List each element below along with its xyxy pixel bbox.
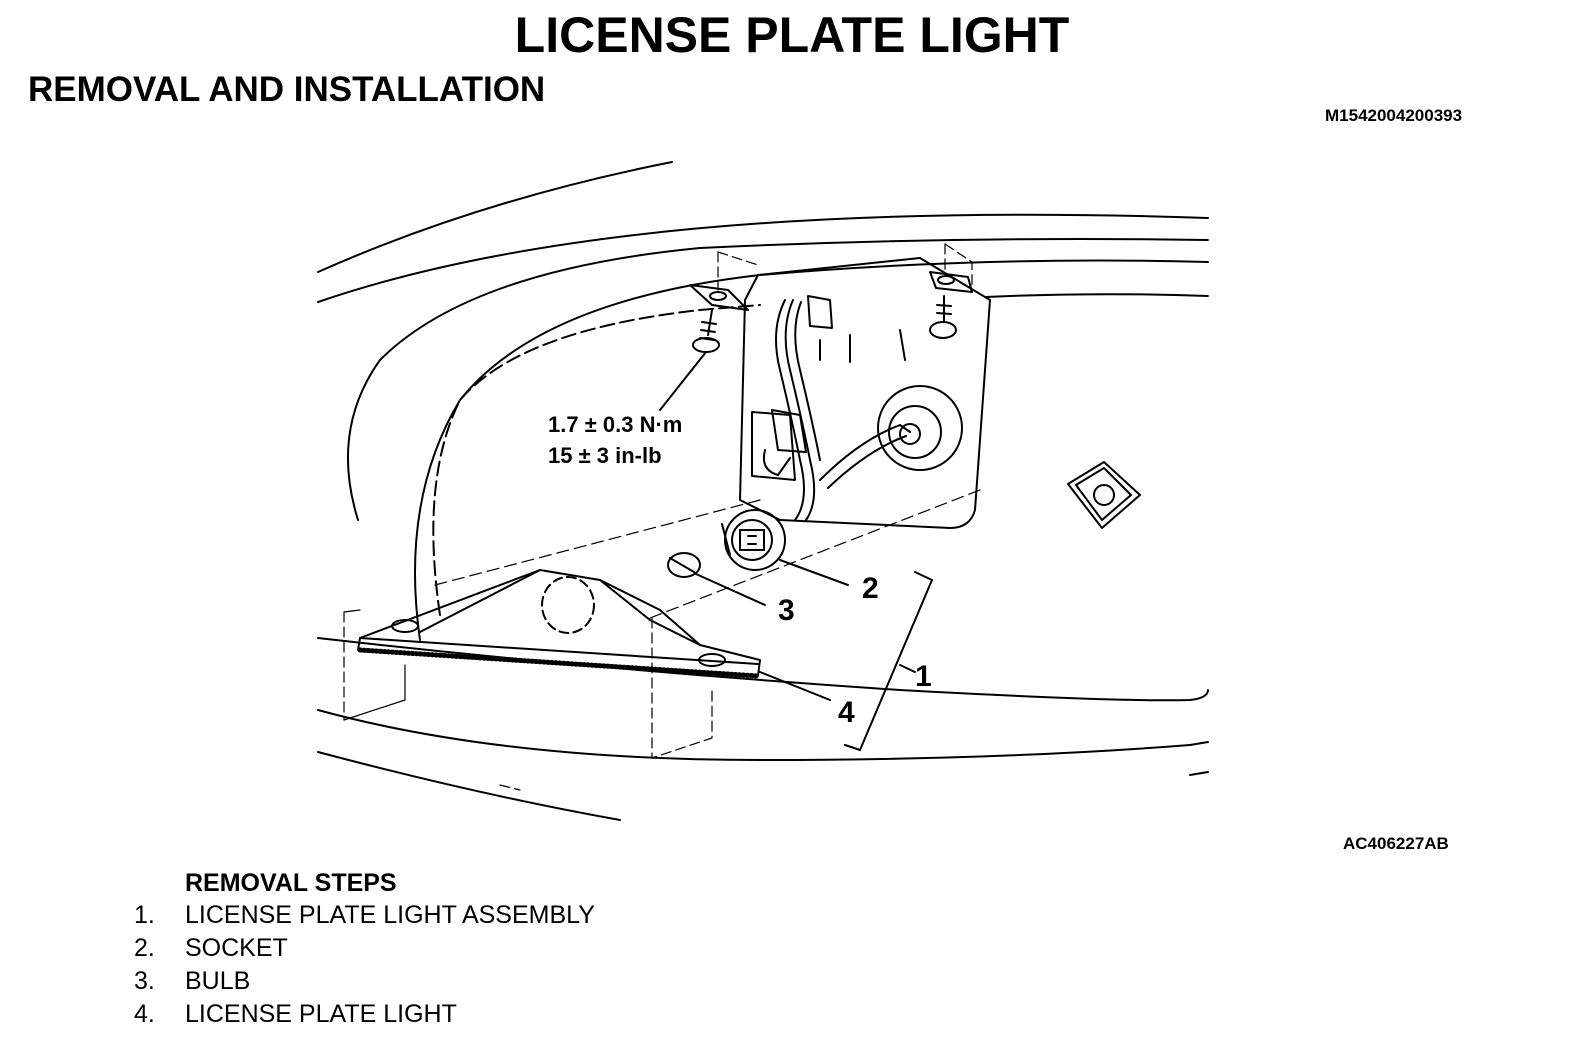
step-label: BULB bbox=[185, 967, 251, 995]
recess-outline bbox=[432, 304, 761, 616]
step-number: 1. bbox=[134, 901, 155, 929]
guide-lines bbox=[343, 489, 981, 791]
right-screw bbox=[929, 271, 973, 339]
grommet bbox=[877, 385, 963, 471]
removal-steps-list: 1. LICENSE PLATE LIGHT ASSEMBLY 2. SOCKE… bbox=[134, 901, 595, 1033]
left-screw bbox=[659, 284, 749, 411]
leader-4 bbox=[759, 671, 831, 701]
callout-3: 3 bbox=[778, 594, 795, 627]
step-item: 3. BULB bbox=[134, 967, 595, 1000]
page-title: LICENSE PLATE LIGHT bbox=[514, 7, 1070, 63]
callout-4: 4 bbox=[838, 696, 855, 729]
lock-button bbox=[1067, 461, 1141, 529]
document-id: M1542004200393 bbox=[1325, 106, 1463, 125]
figure-id: AC406227AB bbox=[1343, 834, 1449, 853]
step-label: LICENSE PLATE LIGHT bbox=[185, 1000, 457, 1028]
step-item: 2. SOCKET bbox=[134, 934, 595, 967]
step-item: 1. LICENSE PLATE LIGHT ASSEMBLY bbox=[134, 901, 595, 934]
bracket-panel bbox=[739, 257, 991, 529]
callout-2: 2 bbox=[862, 572, 879, 605]
step-number: 4. bbox=[134, 1000, 155, 1028]
callout-bracket bbox=[844, 571, 933, 751]
step-number: 3. bbox=[134, 967, 155, 995]
socket bbox=[721, 509, 849, 586]
step-label: LICENSE PLATE LIGHT ASSEMBLY bbox=[185, 901, 595, 929]
torque-inlb-label: 15 ± 3 in-lb bbox=[548, 443, 662, 468]
section-subtitle: REMOVAL AND INSTALLATION bbox=[28, 70, 546, 109]
step-number: 2. bbox=[134, 934, 155, 962]
bulb bbox=[667, 552, 766, 606]
wiring-harness bbox=[762, 295, 911, 521]
alignment-lines bbox=[717, 243, 973, 293]
step-item: 4. LICENSE PLATE LIGHT bbox=[134, 1000, 595, 1033]
plate-light-lens bbox=[357, 569, 761, 679]
step-label: SOCKET bbox=[185, 934, 288, 962]
torque-nm-label: 1.7 ± 0.3 N·m bbox=[548, 412, 682, 437]
callout-1: 1 bbox=[915, 660, 932, 693]
removal-steps-heading: REMOVAL STEPS bbox=[185, 869, 397, 897]
